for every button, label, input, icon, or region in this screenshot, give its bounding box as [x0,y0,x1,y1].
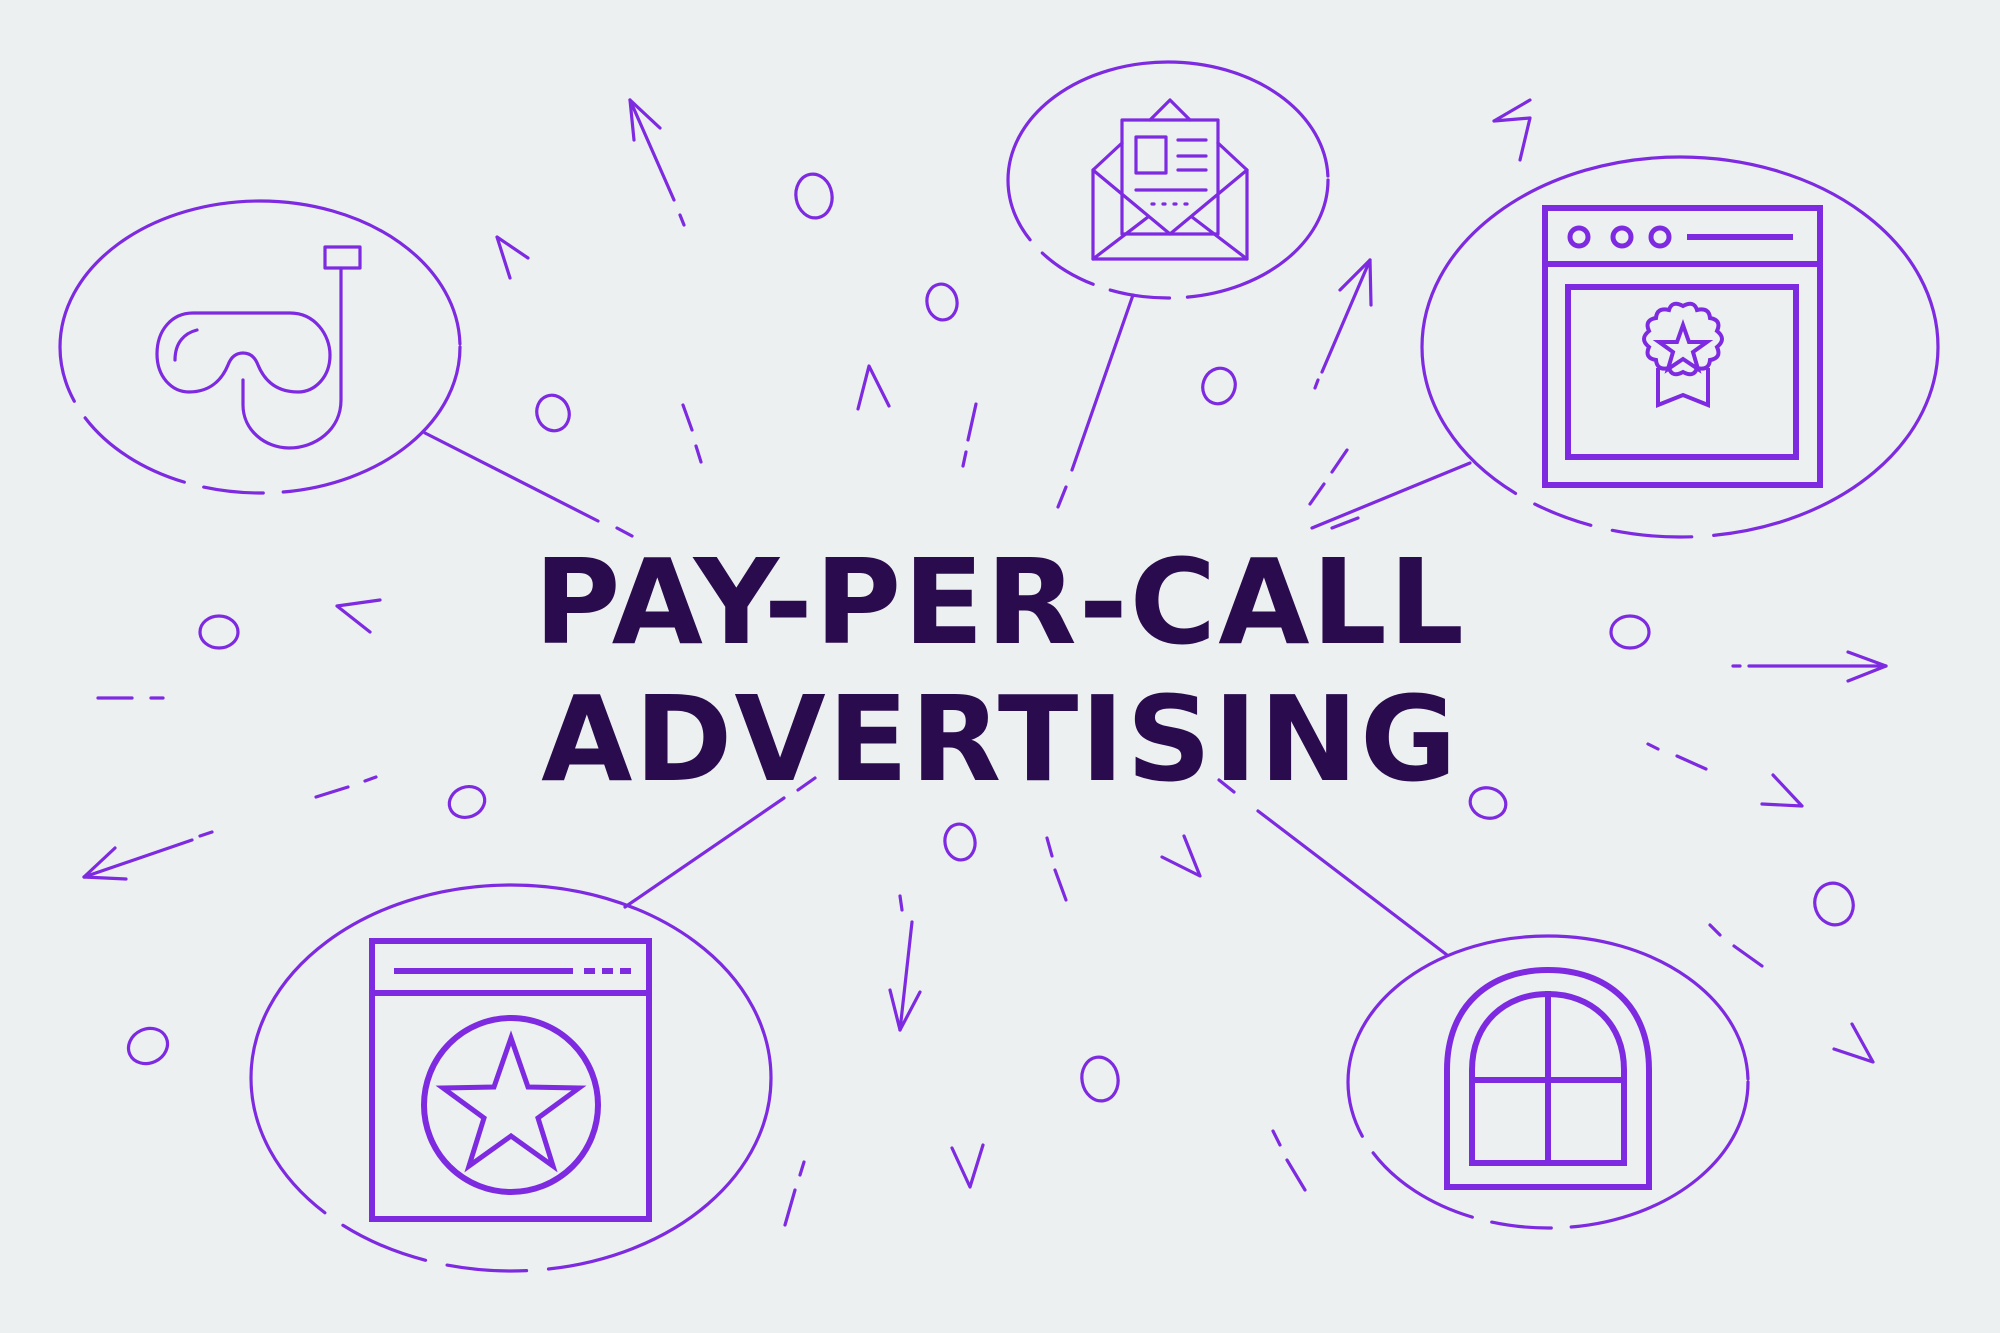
connector-bottom-left-dash [796,776,817,792]
award-browser-icon [1542,205,1823,488]
arrow-right-icon [1731,650,1888,683]
arrow-down-icon [888,894,922,1032]
chevron-up-icon [495,235,530,280]
frame-snorkel [58,199,462,495]
decorative-arrows [82,98,1888,1189]
newsletter-envelope-icon [1091,98,1249,261]
arrow-left-icon [335,598,382,634]
connector-top-left [423,431,600,523]
connector-top-right [1310,461,1472,530]
decorative-dashes [96,402,1764,1227]
connector-top-left-dash [615,526,634,538]
arrow-up-right-icon [1313,258,1373,390]
frame-window [1346,934,1750,1230]
connector-top [1070,293,1135,472]
chevron-down-right-icon [1160,834,1202,878]
title-line-1: PAY-PER-CALL [534,533,1466,671]
chevron-up-right-icon [1492,98,1532,162]
arrow-down-left-icon [82,830,214,881]
title-line-2: ADVERTISING [541,670,1459,808]
frame-award [1420,155,1940,539]
arched-window-icon [1444,966,1652,1190]
connector-bottom-left [623,796,786,909]
chevron-down-small-icon [950,1143,985,1189]
chevron-up-small-icon [856,364,891,411]
icon-frames [58,60,1940,1273]
frame-star-browser [249,883,773,1273]
connector-top-right-dash [1330,516,1360,530]
snorkel-mask-icon [155,245,362,450]
chevron-down-right-2-icon [1760,773,1804,808]
arrow-up-left-icon [628,98,686,227]
connector-top-dash [1056,485,1068,509]
connector-bottom-right-dash [1217,778,1236,794]
frame-newsletter [1006,60,1330,300]
favorite-star-browser-icon [369,938,652,1222]
chevron-down-right-3-icon [1832,1022,1875,1064]
connector-bottom-right [1256,809,1449,957]
connector-lines [423,293,1472,957]
decorative-circles [126,172,1855,1103]
